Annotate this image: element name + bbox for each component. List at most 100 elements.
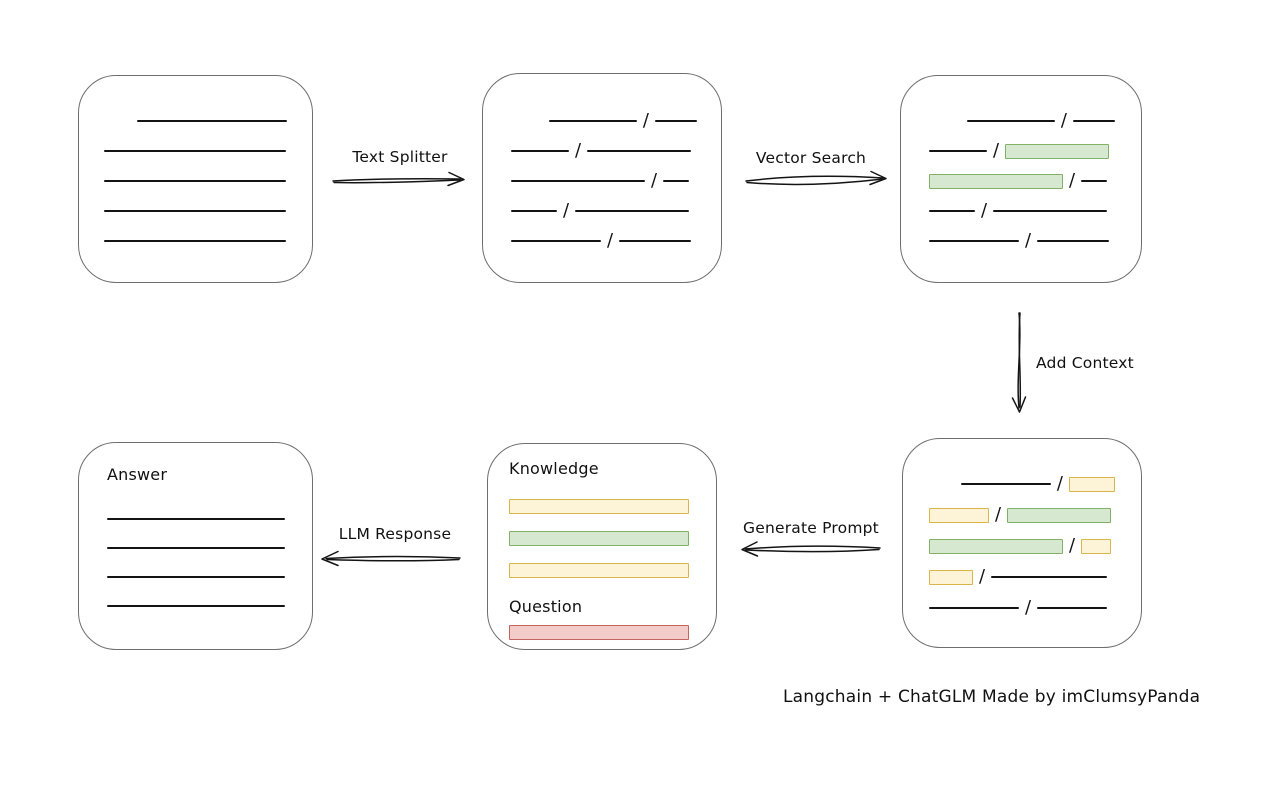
- add-context-label: Add Context: [1036, 354, 1134, 372]
- text-line: [548, 120, 637, 122]
- yellow-highlight-chip: [1069, 476, 1115, 492]
- text-line: [929, 240, 1019, 242]
- slash-separator: /: [575, 140, 582, 161]
- text-row: [104, 141, 287, 161]
- text-row: /: [929, 231, 1115, 251]
- text-row: /: [511, 141, 697, 161]
- text-splitter-arrow: [332, 171, 465, 187]
- text-line: [107, 518, 285, 520]
- slash-separator: /: [981, 200, 988, 221]
- text-splitter-label: Text Splitter: [352, 148, 448, 166]
- text-row: /: [929, 536, 1115, 556]
- knowledge-bars: [509, 496, 689, 580]
- text-line: [137, 120, 287, 122]
- slash-separator: /: [1056, 473, 1063, 494]
- text-row: [509, 528, 689, 548]
- text-line: [511, 210, 557, 212]
- text-line: [655, 120, 697, 122]
- text-row: [509, 622, 689, 642]
- llm-response-label: LLM Response: [338, 525, 452, 543]
- text-row: [104, 171, 287, 191]
- vector-matched-box: / / / / /: [900, 75, 1142, 283]
- yellow-highlight-chip: [929, 507, 989, 523]
- question-bars: [509, 622, 689, 642]
- text-line: [991, 576, 1108, 578]
- slash-separator: /: [1060, 110, 1067, 131]
- text-line: [104, 240, 286, 242]
- slash-separator: /: [1025, 230, 1032, 251]
- text-line: [960, 483, 1051, 485]
- prompt-box: Knowledge Question: [487, 443, 717, 650]
- yellow-highlight-chip: [1081, 538, 1112, 554]
- text-row: /: [929, 111, 1115, 131]
- question-heading: Question: [509, 597, 583, 616]
- text-line: [575, 210, 690, 212]
- text-row: /: [929, 474, 1115, 494]
- text-line: [511, 150, 569, 152]
- slash-separator: /: [1069, 170, 1076, 191]
- green-highlight-chip: [929, 173, 1063, 189]
- text-row: [104, 111, 287, 131]
- text-line: [1073, 120, 1115, 122]
- answer-box: Answer: [78, 442, 313, 650]
- text-line: [929, 150, 987, 152]
- text-line: [663, 180, 690, 182]
- text-row: /: [511, 231, 697, 251]
- text-row: [104, 231, 287, 251]
- text-line: [587, 150, 692, 152]
- text-row: [107, 596, 285, 616]
- yellow-highlight-chip: [509, 562, 689, 578]
- document-lines: [79, 76, 312, 251]
- document-box: [78, 75, 313, 283]
- text-line: [107, 576, 285, 578]
- text-row: [107, 538, 285, 558]
- green-highlight-chip: [509, 530, 689, 546]
- text-row: [107, 509, 285, 529]
- text-line: [1037, 607, 1108, 609]
- text-row: [107, 567, 285, 587]
- generate-prompt-label: Generate Prompt: [743, 519, 879, 537]
- llm-response-arrow: [321, 550, 461, 567]
- diagram-caption: Langchain + ChatGLM Made by imClumsyPand…: [783, 687, 1201, 707]
- text-row: /: [511, 201, 697, 221]
- text-line: [104, 150, 286, 152]
- text-line: [966, 120, 1055, 122]
- text-row: /: [929, 598, 1115, 618]
- text-row: /: [929, 141, 1115, 161]
- text-row: /: [929, 171, 1115, 191]
- yellow-highlight-chip: [509, 498, 689, 514]
- answer-heading: Answer: [107, 465, 168, 484]
- slash-separator: /: [607, 230, 614, 251]
- text-line: [929, 607, 1019, 609]
- text-line: [1037, 240, 1110, 242]
- text-row: /: [929, 567, 1115, 587]
- slash-separator: /: [642, 110, 649, 131]
- text-line: [104, 180, 286, 182]
- vector-search-label: Vector Search: [755, 149, 867, 167]
- text-row: [509, 496, 689, 516]
- green-highlight-chip: [929, 538, 1063, 554]
- text-line: [929, 210, 975, 212]
- add-context-arrow: [1011, 312, 1027, 413]
- text-line: [993, 210, 1108, 212]
- vector-search-arrow: [745, 170, 887, 186]
- text-line: [619, 240, 692, 242]
- slash-separator: /: [993, 140, 1000, 161]
- text-line: [511, 240, 601, 242]
- slash-separator: /: [995, 504, 1002, 525]
- slash-separator: /: [979, 566, 986, 587]
- text-line: [104, 210, 286, 212]
- slash-separator: /: [563, 200, 570, 221]
- context-box: / / / / /: [902, 438, 1142, 648]
- text-line: [1081, 180, 1108, 182]
- green-highlight-chip: [1005, 143, 1110, 159]
- text-chunks-rows: /////: [483, 74, 721, 251]
- knowledge-heading: Knowledge: [509, 459, 599, 478]
- text-line: [107, 605, 285, 607]
- text-row: [509, 560, 689, 580]
- slash-separator: /: [1069, 535, 1076, 556]
- yellow-highlight-chip: [929, 569, 973, 585]
- text-line: [107, 547, 285, 549]
- text-row: /: [511, 111, 697, 131]
